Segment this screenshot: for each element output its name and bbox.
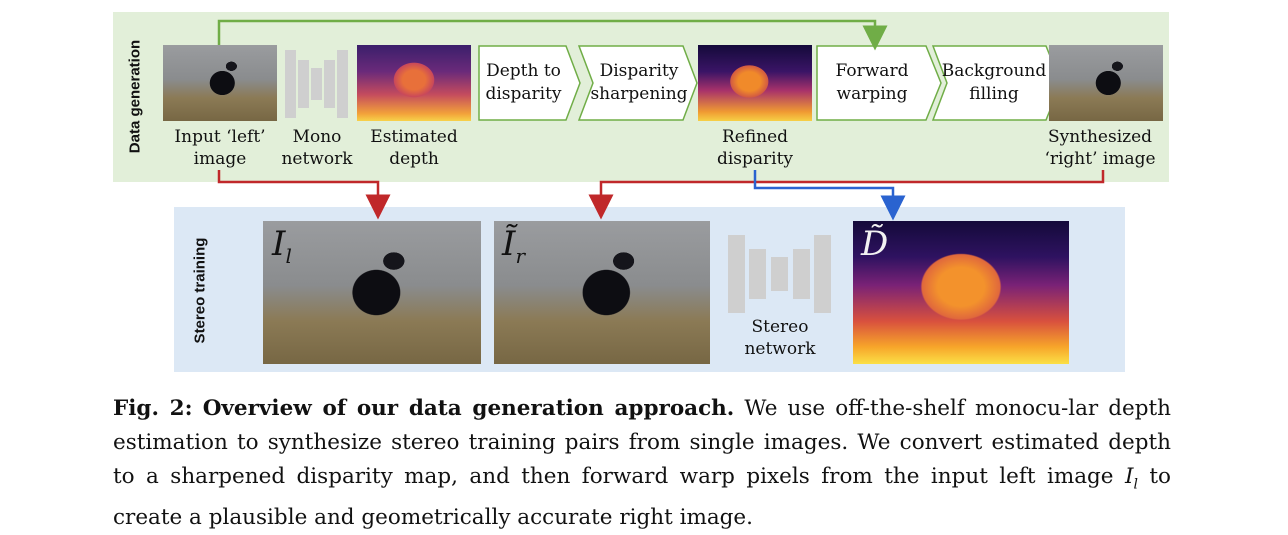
predicted-disparity-image <box>853 221 1069 364</box>
input-left-label: Input ‘left’image <box>174 127 266 169</box>
synthesized-right-image <box>1049 45 1163 121</box>
refined-disparity-image <box>698 45 812 121</box>
synthesized-right-label: Synthesized‘right’ image <box>1044 127 1156 169</box>
disparity-symbol: D̃ <box>861 224 889 264</box>
input-left-image <box>163 45 277 121</box>
right-image-symbol: Ĩr <box>502 224 525 268</box>
mono-network-icon <box>285 50 348 118</box>
right-training-image <box>494 221 710 364</box>
figure-caption: Fig. 2: Overview of our data generation … <box>113 396 1172 531</box>
left-training-image <box>263 221 481 364</box>
stereo-network-icon <box>728 235 831 313</box>
left-image-symbol: Il <box>272 224 292 268</box>
estimated-depth-image <box>357 45 471 121</box>
